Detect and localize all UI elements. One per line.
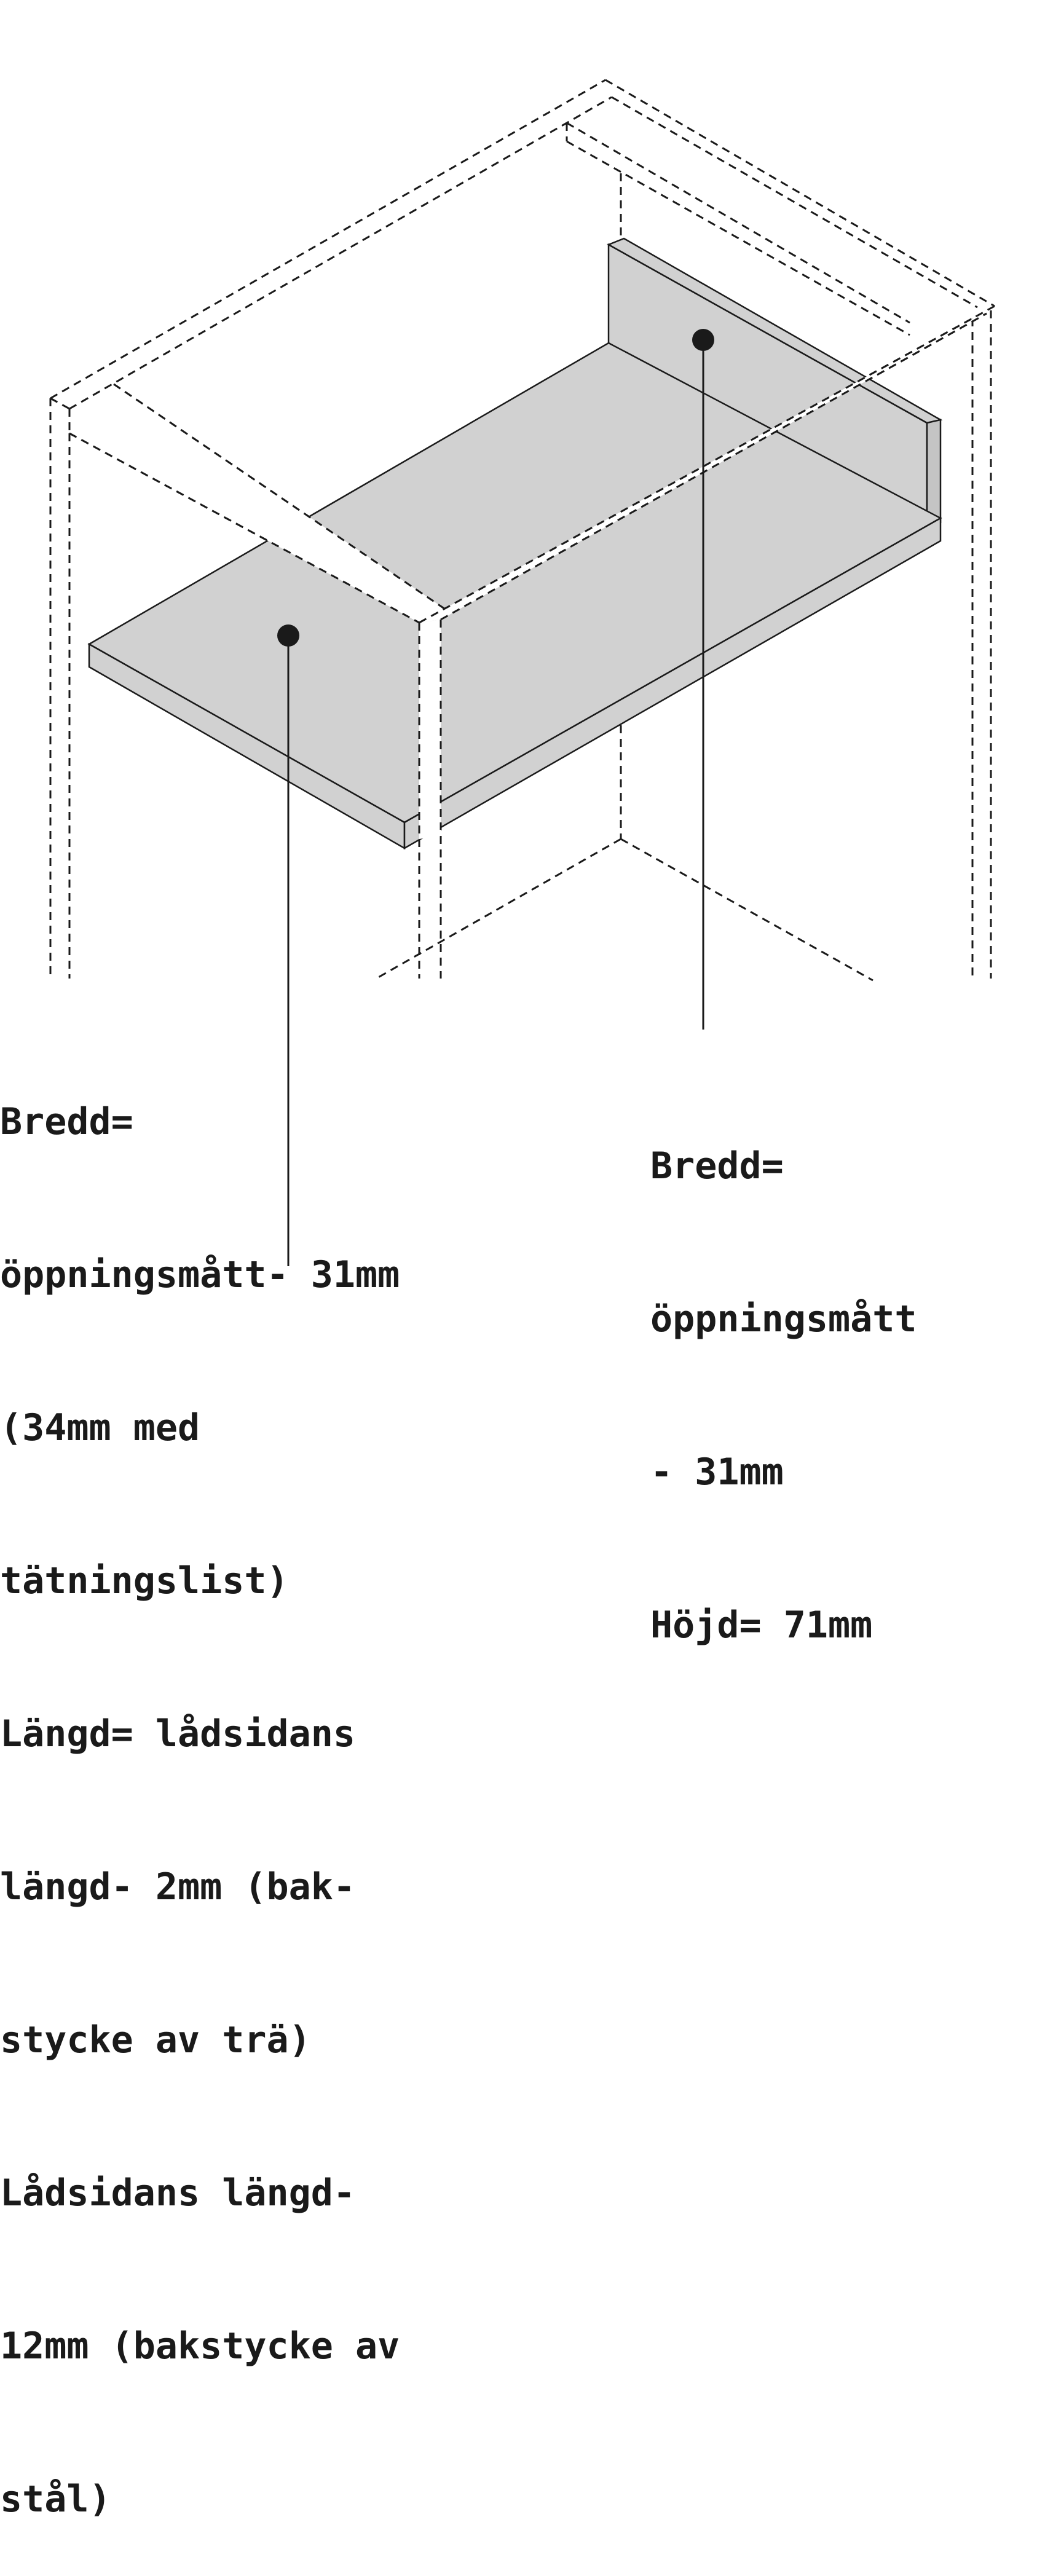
callout-leaders — [277, 329, 714, 1266]
callout-line: (34mm med — [0, 1406, 200, 1449]
cabinet-drawer-diagram — [49, 79, 995, 1266]
back-panel-side-edge — [926, 419, 942, 527]
callout-line: stål) — [0, 2478, 111, 2521]
callout-line: Bredd= — [650, 1144, 784, 1188]
bottom-panel — [87, 342, 942, 850]
bottom-panel-right-edge — [403, 516, 942, 850]
callout-line: stycke av trä) — [0, 2019, 311, 2062]
callout-line: tätningslist) — [0, 1559, 289, 1602]
bottom-panel-marker-dot — [277, 624, 299, 647]
callout-line: öppningsmått- 31mm — [0, 1253, 400, 1296]
callout-line: längd- 2mm (bak- — [0, 1865, 355, 1908]
back-panel-callout: Bredd= öppningsmått - 31mm Höjd= 71mm — [650, 1039, 917, 1702]
callout-line: Lådsidans längd- — [0, 2172, 355, 2215]
callout-line: 12mm (bakstycke av — [0, 2325, 400, 2368]
back-panel — [607, 237, 943, 527]
bottom-panel-callout: Bredd= öppningsmått- 31mm (34mm med tätn… — [0, 995, 400, 2576]
back-panel-marker-dot — [692, 329, 714, 351]
cabinet-front-dashes — [69, 312, 987, 836]
callout-line: Bredd= — [0, 1100, 133, 1143]
callout-line: Längd= lådsidans — [0, 1712, 355, 1755]
callout-line: öppningsmått — [650, 1298, 917, 1341]
callout-line: - 31mm — [650, 1451, 784, 1494]
callout-line: Höjd= 71mm — [650, 1604, 873, 1647]
